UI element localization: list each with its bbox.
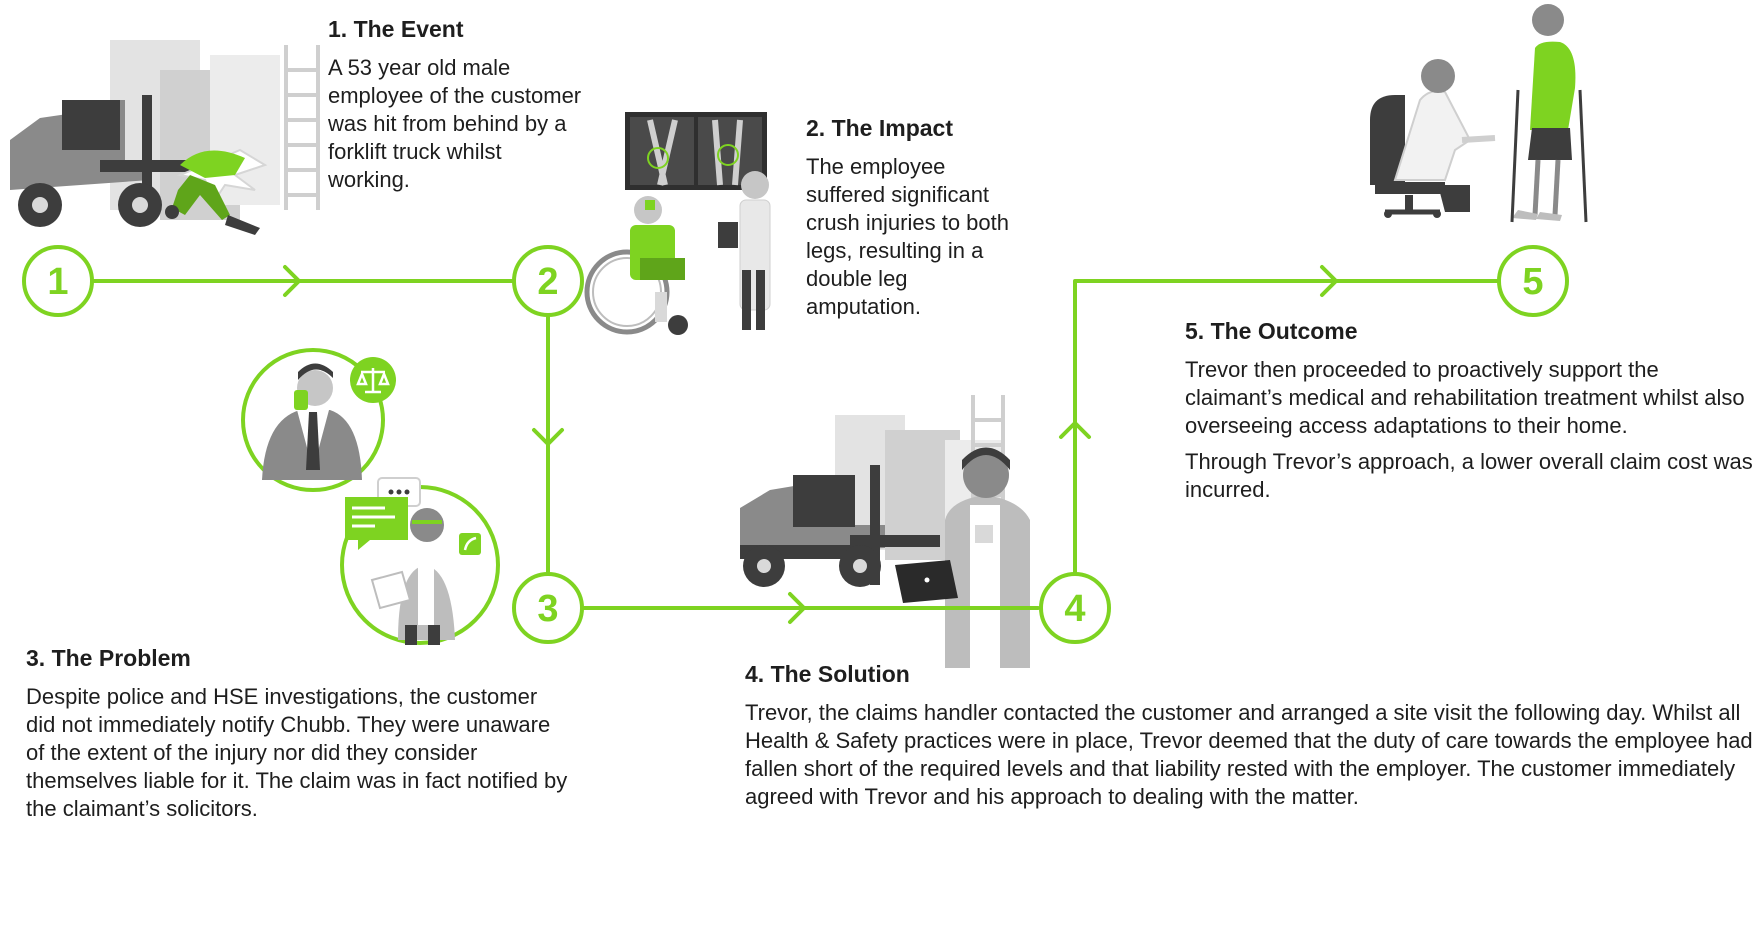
- step-node-4: 4: [1039, 572, 1111, 644]
- step-4-text: 4. The Solution Trevor, the claims handl…: [745, 661, 1760, 819]
- step-node-5: 5: [1497, 245, 1569, 317]
- step-number-2: 2: [537, 261, 558, 303]
- step-3-text: 3. The Problem Despite police and HSE in…: [26, 645, 571, 831]
- step-5-text: 5. The Outcome Trevor then proceeded to …: [1185, 318, 1760, 512]
- step-4-title: 4. The Solution: [745, 661, 910, 687]
- step-node-2: 2: [512, 245, 584, 317]
- step-number-3: 3: [537, 588, 558, 630]
- step-1-title: 1. The Event: [328, 16, 464, 42]
- doctor-amputee-prosthetics-illustration: [1370, 4, 1588, 223]
- step-3-body: Despite police and HSE investigations, t…: [26, 683, 568, 822]
- step-5-title: 5. The Outcome: [1185, 318, 1358, 344]
- forklift-handler-laptop-illustration: [740, 395, 1030, 668]
- step-number-4: 4: [1064, 588, 1085, 630]
- forklift-accident-illustration: [10, 40, 320, 235]
- step-node-3: 3: [512, 572, 584, 644]
- step-2-text: 2. The Impact The employee suffered sign…: [806, 115, 1026, 330]
- step-node-1: 1: [22, 245, 94, 317]
- wheelchair-patient-doctor-illustration: [584, 112, 771, 335]
- step-number-5: 5: [1522, 261, 1543, 303]
- step-2-title: 2. The Impact: [806, 115, 953, 141]
- phone-call-scale-icon-illustration: [241, 348, 396, 492]
- step-4-body: Trevor, the claims handler contacted the…: [745, 699, 1753, 810]
- step-3-title: 3. The Problem: [26, 645, 191, 671]
- step-1-body: A 53 year old male employee of the custo…: [328, 54, 582, 193]
- step-1-text: 1. The Event A 53 year old male employee…: [328, 16, 588, 202]
- step-5-body-2: Through Trevor’s approach, a lower overa…: [1185, 449, 1753, 503]
- connector-lines: [90, 265, 1500, 624]
- step-2-body: The employee suffered significant crush …: [806, 153, 1009, 320]
- step-5-body-1: Trevor then proceeded to proactively sup…: [1185, 356, 1745, 438]
- chat-messages-handler-illustration: [340, 477, 500, 645]
- step-number-1: 1: [47, 261, 68, 303]
